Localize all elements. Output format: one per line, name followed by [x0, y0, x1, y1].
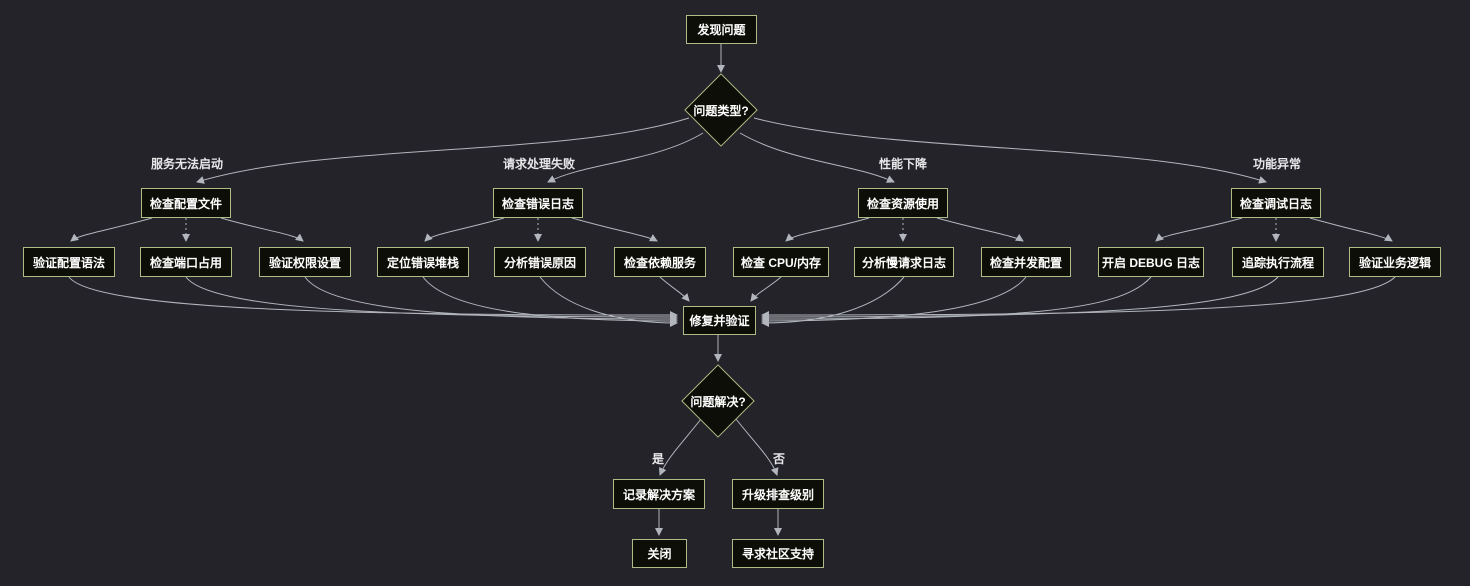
node-check-config-file: 检查配置文件: [141, 188, 231, 218]
node-check-cpu-memory: 检查 CPU/内存: [733, 247, 829, 277]
node-verify-business-logic: 验证业务逻辑: [1349, 247, 1441, 277]
node-fix-and-verify: 修复并验证: [683, 306, 756, 335]
edge-label-request-failure: 请求处理失败: [502, 157, 575, 171]
node-locate-error-stack: 定位错误堆栈: [377, 247, 469, 277]
edge-label-yes: 是: [651, 452, 664, 466]
node-discover-problem: 发现问题: [686, 15, 757, 44]
edge-label-performance-degradation: 性能下降: [878, 157, 927, 171]
node-analyze-error-cause: 分析错误原因: [494, 247, 586, 277]
node-check-debug-log: 检查调试日志: [1231, 188, 1321, 218]
decision-problem-solved: 问题解决?: [690, 395, 746, 409]
node-check-resource-usage: 检查资源使用: [858, 188, 948, 218]
node-enable-debug-log: 开启 DEBUG 日志: [1098, 247, 1204, 277]
node-analyze-slow-request-log: 分析慢请求日志: [854, 247, 954, 277]
edge-label-function-abnormal: 功能异常: [1252, 157, 1301, 171]
node-seek-community-support: 寻求社区支持: [732, 539, 824, 568]
node-trace-execution-flow: 追踪执行流程: [1232, 247, 1324, 277]
decision-problem-type: 问题类型?: [693, 104, 749, 118]
node-check-error-log: 检查错误日志: [493, 188, 583, 218]
node-escalate-troubleshoot-level: 升级排查级别: [732, 479, 824, 509]
node-verify-permission-settings: 验证权限设置: [259, 247, 351, 277]
node-check-port-usage: 检查端口占用: [140, 247, 232, 277]
node-verify-config-syntax: 验证配置语法: [23, 247, 115, 277]
edge-paths: [68, 44, 1396, 536]
node-check-dependency-services: 检查依赖服务: [614, 247, 706, 277]
node-close: 关闭: [632, 539, 687, 568]
node-check-concurrency-config: 检查并发配置: [981, 247, 1071, 277]
edge-label-service-start-failure: 服务无法启动: [150, 157, 223, 171]
edge-label-no: 否: [772, 452, 785, 466]
node-record-solution: 记录解决方案: [613, 479, 705, 509]
